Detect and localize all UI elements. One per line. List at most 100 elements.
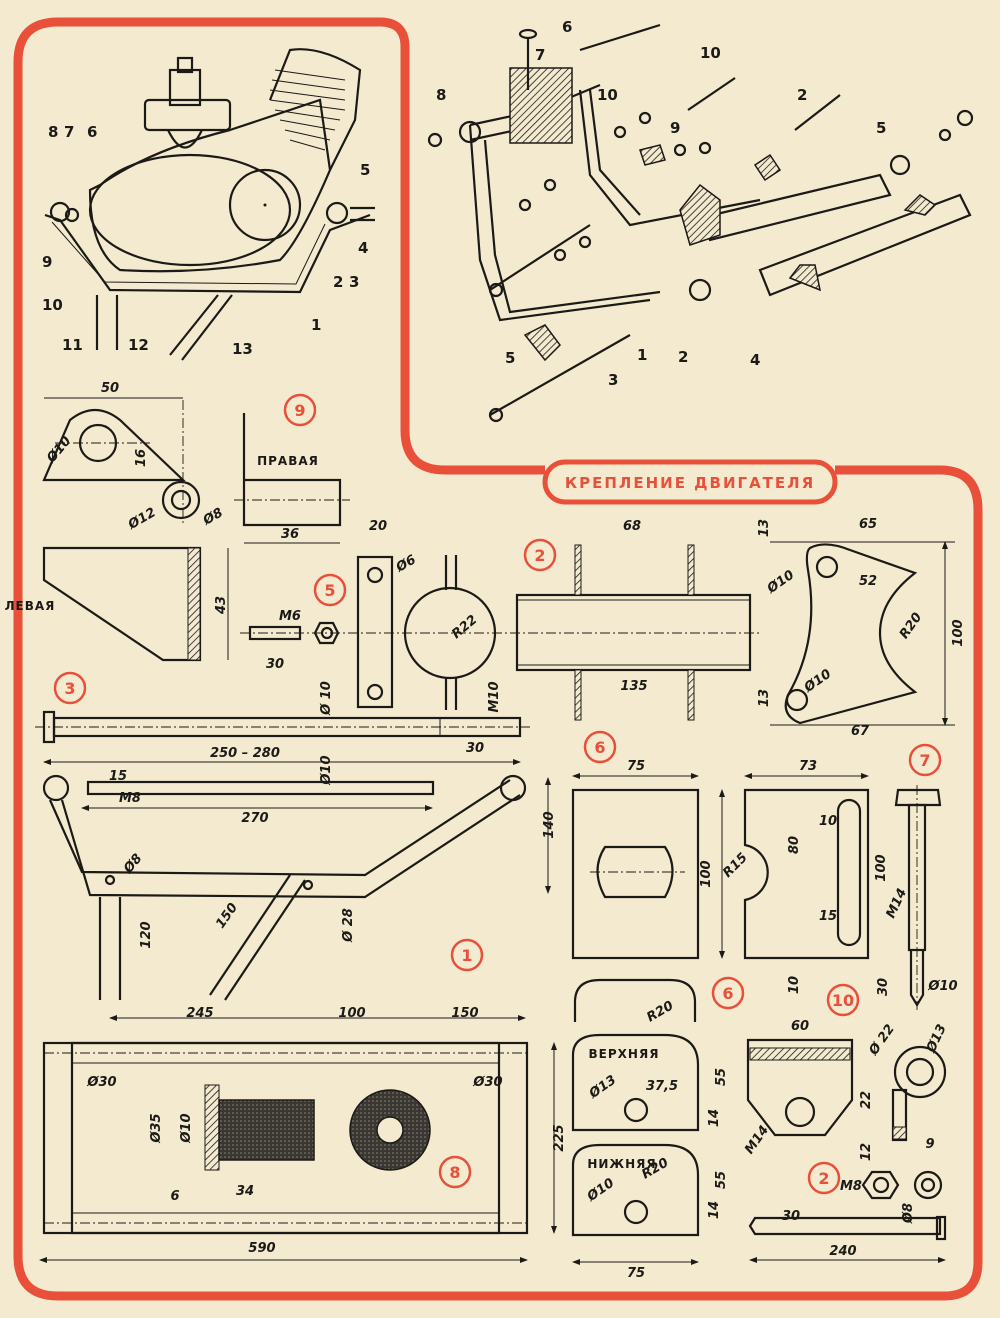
part-number-2: 2 [523, 538, 557, 572]
part10-dimension: 75 [627, 1266, 645, 1281]
part5-dimension: Ø6 [393, 552, 419, 576]
part-9-bracket [42, 397, 350, 662]
part-2-bolt [748, 1170, 947, 1263]
part8-dimension: 6 [170, 1189, 179, 1204]
part5-dimension: M6 [279, 609, 301, 624]
part4-plate-dimension: 52 [859, 574, 877, 589]
part1-dimension: 15 [109, 769, 127, 784]
svg-text:6: 6 [722, 984, 733, 1003]
part3-dimension: 250 – 280 [210, 746, 280, 761]
svg-text:1: 1 [461, 946, 472, 965]
part7-dimension: 100 [874, 854, 889, 881]
part1-dimension: 140 [542, 811, 557, 838]
part7-dimension: 30 [876, 978, 891, 996]
part10-dimension: 14 [707, 1109, 722, 1127]
part6-dimension: R15 [720, 850, 750, 880]
part10-dimension: Ø10 [584, 1176, 617, 1206]
part-2-tube [510, 544, 760, 721]
part-7-bolt [894, 785, 942, 1010]
svg-text:10: 10 [832, 991, 854, 1010]
svg-text:12: 12 [128, 336, 149, 354]
svg-text:8: 8 [436, 86, 446, 104]
part1-dimension: 150 [213, 901, 241, 932]
part4-plate-dimension: 13 [757, 519, 772, 537]
part-number-6: 6 [711, 976, 745, 1010]
part5-dimension: R22 [449, 613, 480, 643]
part9-dimension: 36 [281, 527, 299, 542]
red-border-frame [13, 17, 983, 1301]
part6-dimension: 10 [819, 814, 837, 829]
part2-bolt-dimension: 240 [829, 1244, 856, 1259]
svg-text:5: 5 [360, 161, 370, 179]
part4-plate-dimension: Ø10 [801, 667, 834, 697]
part2-bolt-dimension: 30 [782, 1209, 800, 1224]
part8-dimension: 590 [248, 1241, 275, 1256]
part4-plate-dimension: Ø10 [764, 568, 797, 598]
svg-text:2: 2 [818, 1169, 829, 1188]
part8-dimension: Ø30 [472, 1075, 502, 1090]
svg-text:6: 6 [562, 18, 572, 36]
part10-dimension: 55 [714, 1068, 729, 1086]
svg-text:10: 10 [597, 86, 618, 104]
part6-dimension: 100 [699, 860, 714, 887]
part5-dimension: 20 [369, 519, 387, 534]
engine-cylinder [268, 48, 362, 171]
part10-dimension: 14 [707, 1201, 722, 1219]
part6-dimension: 10 [787, 976, 802, 994]
part-number-7: 7 [908, 743, 942, 777]
svg-text:6: 6 [87, 123, 97, 141]
part2-bolt-dimension: Ø8 [901, 1203, 916, 1224]
svg-text:7: 7 [535, 46, 545, 64]
part4-plate-dimension: R20 [897, 610, 925, 642]
part-number-5: 5 [313, 573, 347, 607]
svg-text:11: 11 [62, 336, 83, 354]
carburetor [143, 56, 232, 149]
part7-dimension: M14 [883, 886, 910, 920]
part8-dimension: Ø35 [149, 1113, 164, 1143]
part6-dimension: R20 [644, 998, 676, 1025]
svg-text:5: 5 [324, 581, 335, 600]
part-10-plates [571, 1033, 947, 1265]
part-number-3: 3 [53, 671, 87, 705]
svg-text:3: 3 [349, 273, 359, 291]
svg-text:6: 6 [594, 738, 605, 757]
part3-dimension: 30 [466, 741, 484, 756]
part10-dimension: Ø13 [923, 1022, 949, 1056]
part-10-lower-caption: НИЖНЯЯ [587, 1157, 656, 1171]
part1-dimension: Ø 28 [341, 908, 356, 943]
svg-text:2: 2 [797, 86, 807, 104]
part-number-10: 10 [826, 983, 860, 1017]
svg-text:7: 7 [64, 123, 74, 141]
part10-dimension: 22 [859, 1091, 874, 1109]
svg-text:7: 7 [919, 751, 930, 770]
svg-text:10: 10 [42, 296, 63, 314]
part9-dimension: Ø10 [44, 434, 75, 467]
part4-plate-dimension: 67 [851, 724, 870, 739]
svg-text:4: 4 [358, 239, 368, 257]
part9-dimension: 50 [101, 381, 119, 396]
part8-dimension: Ø30 [86, 1075, 116, 1090]
svg-text:2: 2 [333, 273, 343, 291]
svg-text:10: 10 [700, 44, 721, 62]
svg-text:1: 1 [637, 346, 647, 364]
part-8-frame-bushing [39, 1041, 557, 1263]
part9-dimension: 16 [134, 449, 149, 467]
part-1-frame [42, 774, 551, 1021]
part1-dimension: 245 [186, 1006, 213, 1021]
part9-dimension: 43 [214, 596, 229, 615]
part-6-plates [571, 773, 870, 1022]
part3-dimension: Ø 10 [319, 681, 334, 716]
part6-dimension: 80 [787, 836, 802, 854]
svg-text:4: 4 [750, 351, 760, 369]
svg-text:5: 5 [505, 349, 515, 367]
part4-plate-dimension: 100 [951, 619, 966, 646]
part1-dimension: 150 [451, 1006, 478, 1021]
part6-dimension: 75 [627, 759, 645, 774]
svg-text:2: 2 [678, 348, 688, 366]
svg-text:8: 8 [48, 123, 58, 141]
part-10-upper-caption: ВЕРХНЯЯ [589, 1047, 660, 1061]
